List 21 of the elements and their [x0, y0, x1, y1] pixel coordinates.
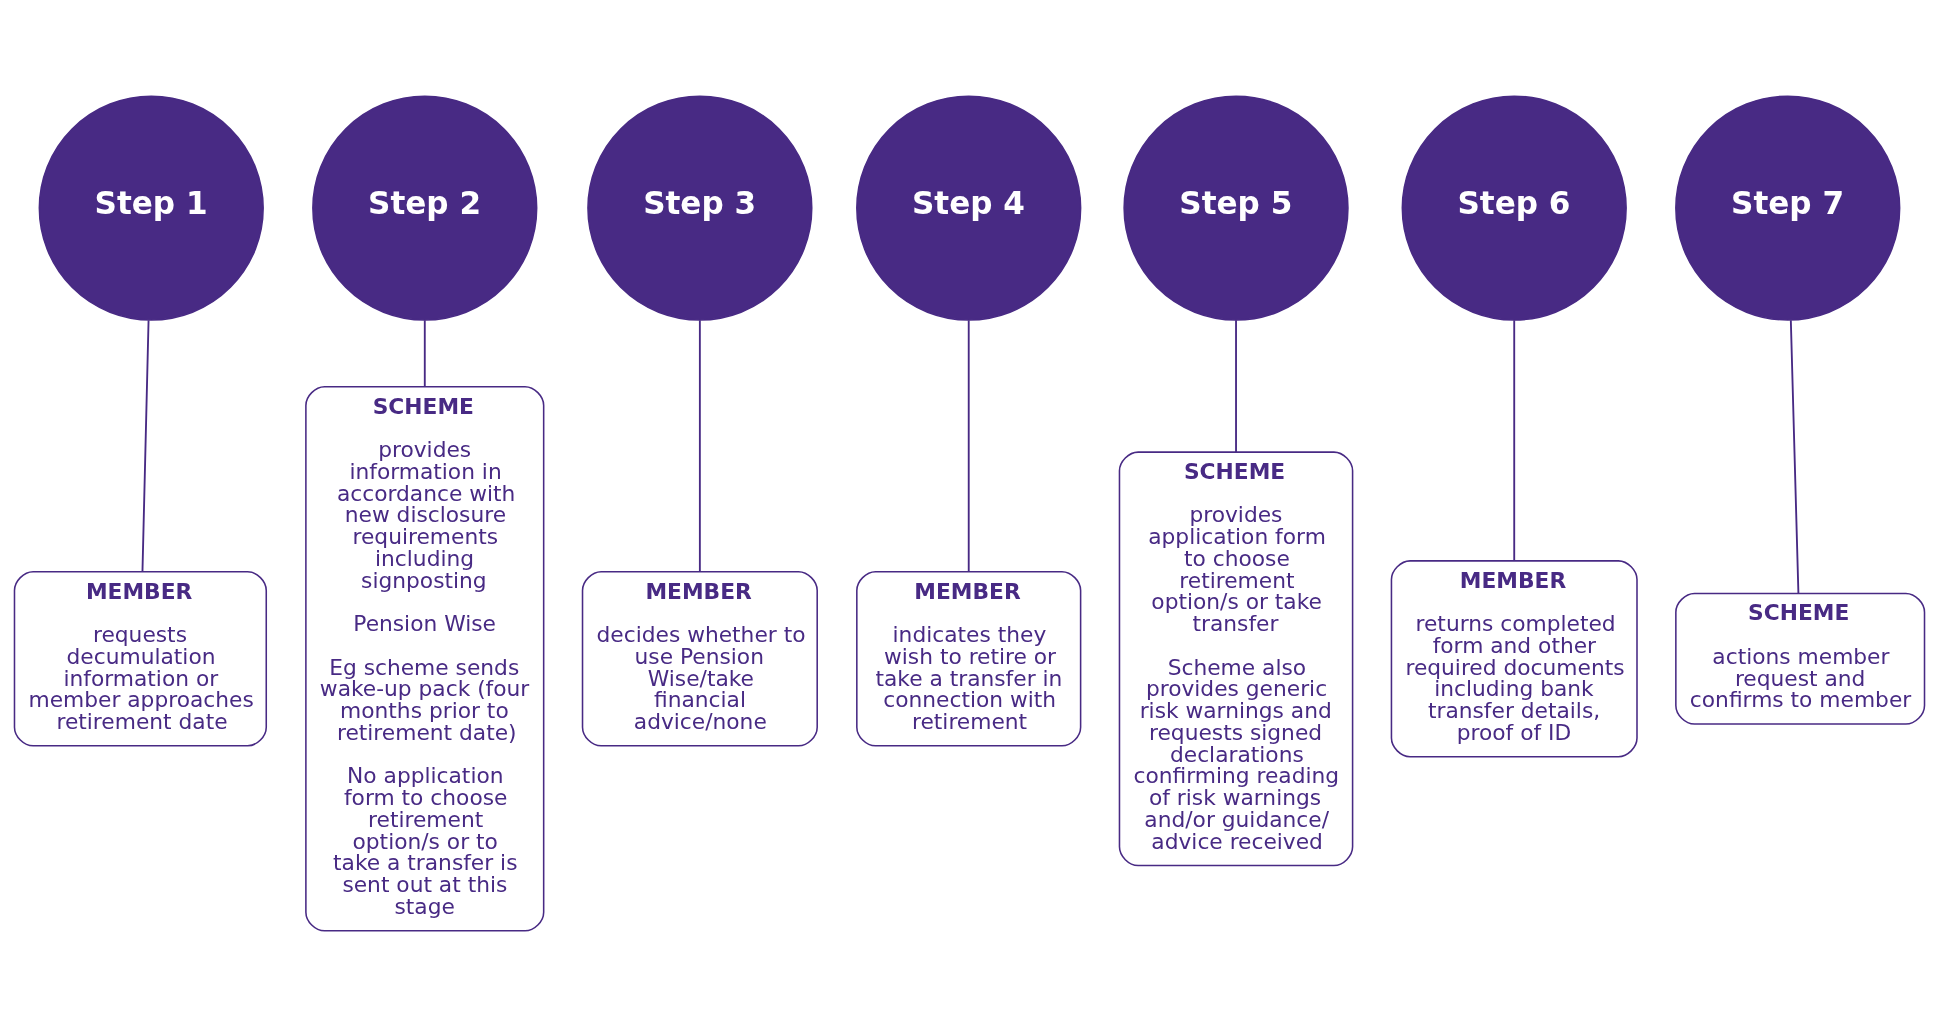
connector [967, 319, 970, 573]
node-circle: Step 7 [1675, 95, 1901, 321]
node-circle: Step 4 [856, 95, 1082, 321]
node-circle: Step 1 [38, 95, 264, 321]
connector [1513, 319, 1516, 562]
connector [698, 319, 701, 573]
node-box: MEMBER requests decumulation information or member approaches retirement date [13, 571, 268, 747]
node-box: SCHEME actions member request and confirms to member [1675, 592, 1926, 725]
node-circle: Step 2 [312, 95, 538, 321]
node-box: SCHEME provides information in accordance with new disclosure requirements including signposting Pension Wise Eg scheme sends wake-up pack (four months prior to retirement date) No application form to choose retirement option/s or to take a transfer is sent out at this stage [305, 386, 545, 932]
node-box: MEMBER indicates they wish to retire or take a transfer in connection with retirement [856, 571, 1082, 747]
node-circle: Step 3 [587, 95, 813, 321]
node-box: MEMBER returns completed form and other required documents including bank transfer details, proof of ID [1390, 560, 1638, 758]
node-box: SCHEME provides application form to choose retirement option/s or take transfer Scheme also provides generic risk warnings and requests signed declarations confirming reading of risk warnings and/or guidance/ advice received [1118, 451, 1354, 867]
connector [141, 319, 150, 573]
node-box: MEMBER decides whether to use Pension Wise/take financial advice/none [581, 571, 818, 747]
connector [1789, 319, 1800, 595]
node-circle: Step 5 [1123, 95, 1349, 321]
node-circle: Step 6 [1401, 95, 1627, 321]
connector [423, 319, 426, 388]
connector [1235, 319, 1237, 453]
